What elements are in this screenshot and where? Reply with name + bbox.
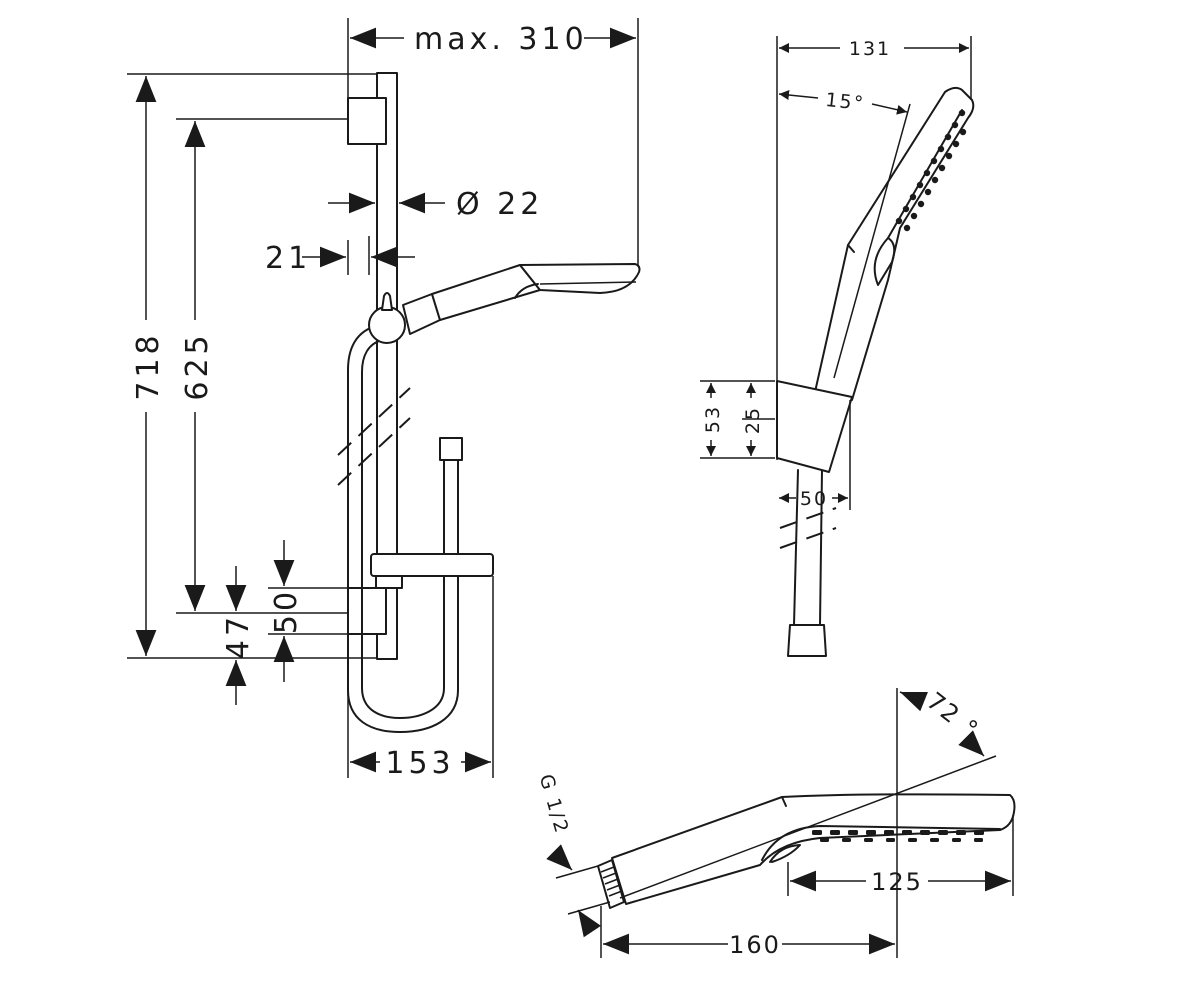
dim-53: 53 [702, 405, 724, 433]
handshower-side-view: 72 ° G 1/2 125 160 [535, 687, 1016, 959]
angle-arrow [778, 90, 819, 100]
dim-21: 21 [265, 241, 311, 276]
thread-connector [597, 859, 625, 909]
dim-47: 47 [221, 613, 256, 659]
hose-end-nut [787, 624, 827, 657]
dim-diameter-22: Ø 22 [456, 187, 543, 222]
spray-face-top [761, 825, 1001, 861]
dim-125: 125 [871, 868, 923, 896]
thread-line [600, 866, 615, 873]
handshower-head-side [519, 263, 641, 294]
bottom-wall-bracket [347, 587, 387, 635]
angle-arrow [871, 103, 908, 115]
dim-50-holder: 50 [800, 488, 828, 510]
hose-inner [361, 339, 445, 719]
hose-line-left [793, 469, 799, 626]
rail-break-line-2 [337, 417, 411, 486]
nozzles-front [895, 109, 967, 232]
holder-view: 131 15° 53 25 50 [700, 36, 975, 657]
handshower-side-body [611, 793, 1016, 905]
shelf-clamp [375, 575, 403, 589]
dim-153: 153 [385, 746, 454, 781]
dim-15-degrees: 15° [824, 89, 866, 115]
dim-arrow [546, 844, 573, 871]
top-wall-bracket [347, 97, 387, 145]
thread-line [606, 884, 621, 891]
thread-line [604, 878, 619, 885]
handshower-crease [781, 796, 787, 807]
axis-line [833, 103, 911, 379]
angle-arrow [958, 730, 985, 757]
handshower-button-side [769, 844, 801, 863]
dim-thread-g12: G 1/2 [535, 772, 573, 837]
rail-break-line [337, 387, 411, 456]
handshower-crease [847, 244, 855, 253]
dim-72-degrees: 72 ° [921, 687, 984, 745]
hose-line-right [819, 469, 823, 626]
slider-knob [368, 306, 406, 344]
thread-line [608, 890, 623, 897]
dim-50-left: 50 [269, 588, 304, 634]
hose-outer [347, 324, 459, 733]
dim-625: 625 [180, 331, 215, 400]
hose-break-line-2 [779, 527, 837, 549]
spray-face-side [539, 281, 637, 285]
dim-131: 131 [849, 38, 891, 60]
dim-25: 25 [742, 406, 764, 434]
thread-line [602, 872, 617, 879]
wall-holder [776, 380, 853, 473]
rail-bar [376, 72, 398, 660]
dim-718: 718 [131, 331, 166, 400]
dim-arrow [577, 909, 602, 938]
hose-break-line [779, 507, 837, 529]
angle-arrow [899, 691, 929, 712]
handshower-handle-side [431, 264, 541, 321]
hose-connector [439, 437, 463, 461]
dim-160: 160 [729, 931, 781, 959]
rail-set-view: max. 310 Ø 22 21 718 625 50 47 [127, 18, 641, 781]
slider-lever [381, 292, 393, 311]
nozzles-side [812, 830, 984, 842]
axis-line [619, 755, 997, 899]
shelf [370, 553, 494, 577]
ext-line [567, 901, 611, 915]
ext-line [555, 865, 599, 879]
dim-max-310: max. 310 [414, 22, 588, 57]
handshower-button-side [514, 283, 539, 299]
